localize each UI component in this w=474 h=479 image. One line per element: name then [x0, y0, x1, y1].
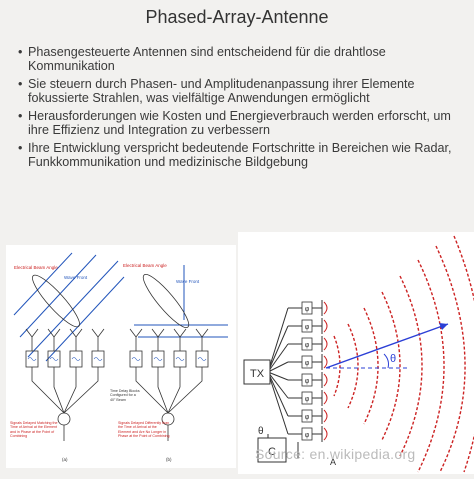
bullet-text: Sie steuern durch Phasen- und Amplituden… [28, 77, 415, 105]
svg-text:φ: φ [305, 396, 310, 403]
phased-array-svg: φ φ φ φ φ φ φ φ TX C θ θ A [243, 235, 474, 473]
svg-text:φ: φ [305, 414, 310, 421]
a-label: A [330, 457, 336, 467]
bullet-dot: • [18, 45, 23, 59]
side-caption-b: Time Delay Blocks Configured for a 40° B… [110, 389, 140, 402]
bullet-dot: • [18, 109, 23, 123]
caption-a-box: Signals Delayed Matching the Time of Arr… [10, 421, 58, 438]
wavefront-arcs [333, 235, 474, 473]
svg-text:φ: φ [305, 324, 310, 331]
c-box [257, 437, 287, 463]
svg-text:φ: φ [305, 378, 310, 385]
bullet-dot: • [18, 141, 23, 155]
phased-array-diagram: φ φ φ φ φ φ φ φ TX C θ θ A [238, 232, 474, 474]
svg-text:φ: φ [305, 432, 310, 439]
time-delay-diagram-svg: Electrical Beam Angle Wave Front Electri… [10, 252, 228, 462]
theta-label: θ [390, 353, 396, 365]
source-attribution: Source: en.wikipedia.org [255, 446, 416, 462]
bullet-list: • Phasengesteuerte Antennen sind entschei… [18, 45, 463, 173]
beam-direction-line [325, 323, 449, 369]
bullet-item: • Herausforderungen wie Kosten und Energi… [18, 109, 463, 137]
caption-a: Signals Delayed Matching the Time of Arr… [10, 421, 58, 438]
bullet-text: Phasengesteuerte Antennen sind entscheid… [28, 45, 386, 73]
angle-arc [383, 353, 389, 369]
panel-label-b: (b) [166, 457, 172, 462]
side-caption-b-box: Time Delay Blocks Configured for a 40° B… [110, 389, 140, 402]
bullet-item: • Phasengesteuerte Antennen sind entschei… [18, 45, 463, 73]
bullet-item: • Ihre Entwicklung verspricht bedeutende … [18, 141, 463, 169]
page-title: Phased-Array-Antenne [145, 7, 329, 27]
beam-label-b: Electrical Beam Angle [123, 263, 167, 268]
svg-text:φ: φ [305, 306, 310, 313]
caption-b: Signals Delayed Differently than the Tim… [118, 421, 170, 438]
caption-b-box: Signals Delayed Differently than the Tim… [118, 421, 170, 438]
panel-label-a: (a) [62, 457, 68, 462]
tx-label: TX [250, 368, 265, 380]
wavefront-label-b: Wave Front [176, 279, 200, 284]
wavefront-label-a: Wave Front [64, 275, 88, 280]
beam-lobe-a [32, 274, 80, 328]
c-label: C [268, 446, 276, 458]
bullet-dot: • [18, 77, 23, 91]
time-delay-diagram: Electrical Beam Angle Wave Front Electri… [6, 245, 236, 468]
bullet-text: Herausforderungen wie Kosten und Energie… [28, 109, 451, 137]
bullet-text: Ihre Entwicklung verspricht bedeutende F… [28, 141, 452, 169]
bullet-item: • Sie steuern durch Phasen- und Amplitude… [18, 77, 463, 105]
beam-arrowhead [439, 323, 448, 330]
beam-label-a: Electrical Beam Angle [14, 265, 58, 270]
element-arcs [323, 301, 328, 441]
theta-small-label: θ [258, 426, 264, 437]
svg-text:φ: φ [305, 342, 310, 349]
svg-text:φ: φ [305, 360, 310, 367]
beam-lobe-b [142, 274, 190, 328]
tx-box [243, 359, 271, 385]
